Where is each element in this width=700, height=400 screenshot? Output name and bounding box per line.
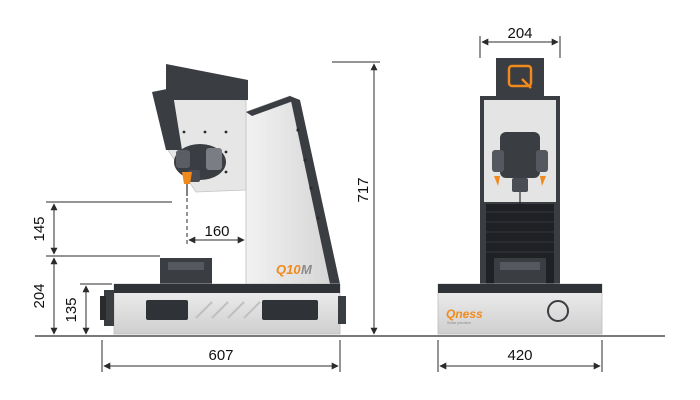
head-front-panel bbox=[152, 88, 182, 150]
dim-label-135: 135 bbox=[63, 297, 80, 322]
dim-overall-width: 607 bbox=[101, 340, 341, 372]
side-view-machine: Q10 M bbox=[100, 64, 346, 335]
front-head-top bbox=[496, 58, 544, 96]
power-button-icon bbox=[547, 300, 569, 322]
head-logo-icon bbox=[507, 64, 533, 89]
dim-label-204-head: 204 bbox=[507, 25, 532, 42]
dim-label-145: 145 bbox=[31, 216, 48, 241]
head-top-cover bbox=[166, 64, 248, 100]
front-turret bbox=[492, 132, 548, 204]
dim-base-width: 420 bbox=[437, 340, 603, 372]
model-label: Q10 bbox=[276, 262, 301, 277]
dim-label-717: 717 bbox=[355, 177, 372, 202]
front-anvil bbox=[494, 258, 546, 284]
column-rear-edge bbox=[290, 96, 340, 284]
front-view-machine: Q Qness Swiss precision bbox=[437, 58, 603, 335]
dim-label-607: 607 bbox=[208, 347, 233, 364]
indenter-orange-ring bbox=[182, 172, 192, 184]
anvil-holder bbox=[160, 258, 212, 284]
dim-head-width: 204 bbox=[479, 25, 561, 58]
brand-name: Qness bbox=[446, 307, 483, 321]
dim-label-420: 420 bbox=[507, 347, 532, 364]
dim-base-height: 204 bbox=[31, 257, 58, 335]
column-top-edge bbox=[246, 96, 296, 116]
dim-label-204-base: 204 bbox=[31, 283, 48, 308]
dim-test-height: 145 bbox=[31, 201, 172, 257]
dim-label-160: 160 bbox=[204, 223, 229, 240]
objective-turret bbox=[174, 144, 226, 196]
side-base-slot-right bbox=[262, 300, 318, 320]
dim-overall-height: 717 bbox=[332, 61, 380, 335]
dim-foot-height: 135 bbox=[63, 283, 112, 335]
brand-tagline: Swiss precision bbox=[447, 321, 471, 325]
dim-throat-depth: 160 bbox=[186, 198, 245, 244]
model-suffix: M bbox=[301, 262, 313, 277]
side-handwheel bbox=[104, 290, 114, 326]
side-base-slot-left bbox=[146, 300, 188, 320]
